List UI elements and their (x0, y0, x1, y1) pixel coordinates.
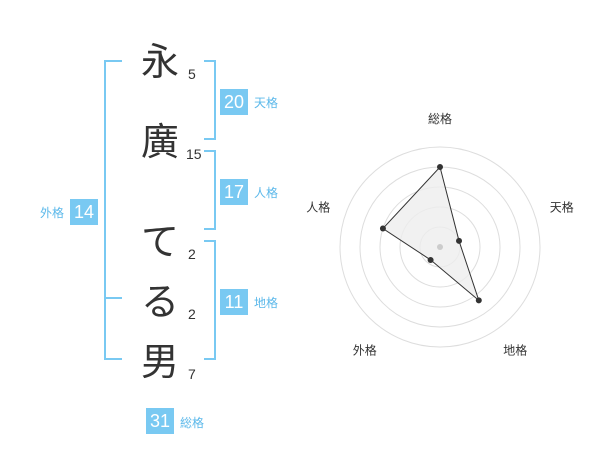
radar-ring (339, 146, 541, 348)
jinkaku-bracket (204, 150, 216, 230)
stroke-count-2: 15 (186, 146, 202, 162)
stroke-count-5: 7 (188, 366, 196, 382)
jinkaku-value-badge: 17 (220, 179, 248, 205)
name-char-5: 男 (140, 340, 179, 384)
radar-axis-label: 天格 (550, 199, 574, 214)
gaikaku-value-badge: 14 (70, 199, 98, 225)
gaikaku-bracket (104, 60, 122, 360)
gaikaku-label: 外格 (40, 206, 65, 220)
radar-point (427, 256, 434, 263)
radar-center-dot (437, 244, 443, 250)
radar-point (437, 164, 443, 170)
stroke-count-4: 2 (188, 306, 196, 322)
radar-axis-label: 人格 (306, 199, 330, 214)
radar-point (379, 225, 386, 232)
radar-axis-label: 地格 (503, 343, 527, 358)
tenkaku-label: 天格 (254, 96, 279, 110)
soukaku-label: 総格 (180, 416, 205, 430)
stroke-count-3: 2 (188, 246, 196, 262)
tenkaku-value-badge: 20 (220, 89, 248, 115)
radar-point (456, 237, 463, 244)
soukaku-value-badge: 31 (146, 408, 174, 434)
name-char-4: る (140, 280, 179, 324)
stroke-count-1: 5 (188, 66, 196, 82)
name-char-2: 廣 (140, 120, 179, 164)
radar-axis-label: 外格 (353, 343, 377, 358)
name-char-3: て (140, 220, 179, 264)
chikaku-value-badge: 11 (220, 289, 248, 315)
chikaku-label: 地格 (254, 296, 279, 310)
radar-axis-label: 総格 (428, 111, 452, 126)
radar-point (475, 297, 482, 304)
gaikaku-bracket-mid-tick (104, 297, 122, 299)
chikaku-bracket (204, 240, 216, 360)
name-char-1: 永 (140, 40, 179, 84)
radar-area (382, 165, 480, 302)
tenkaku-bracket (204, 60, 216, 140)
jinkaku-label: 人格 (254, 186, 279, 200)
